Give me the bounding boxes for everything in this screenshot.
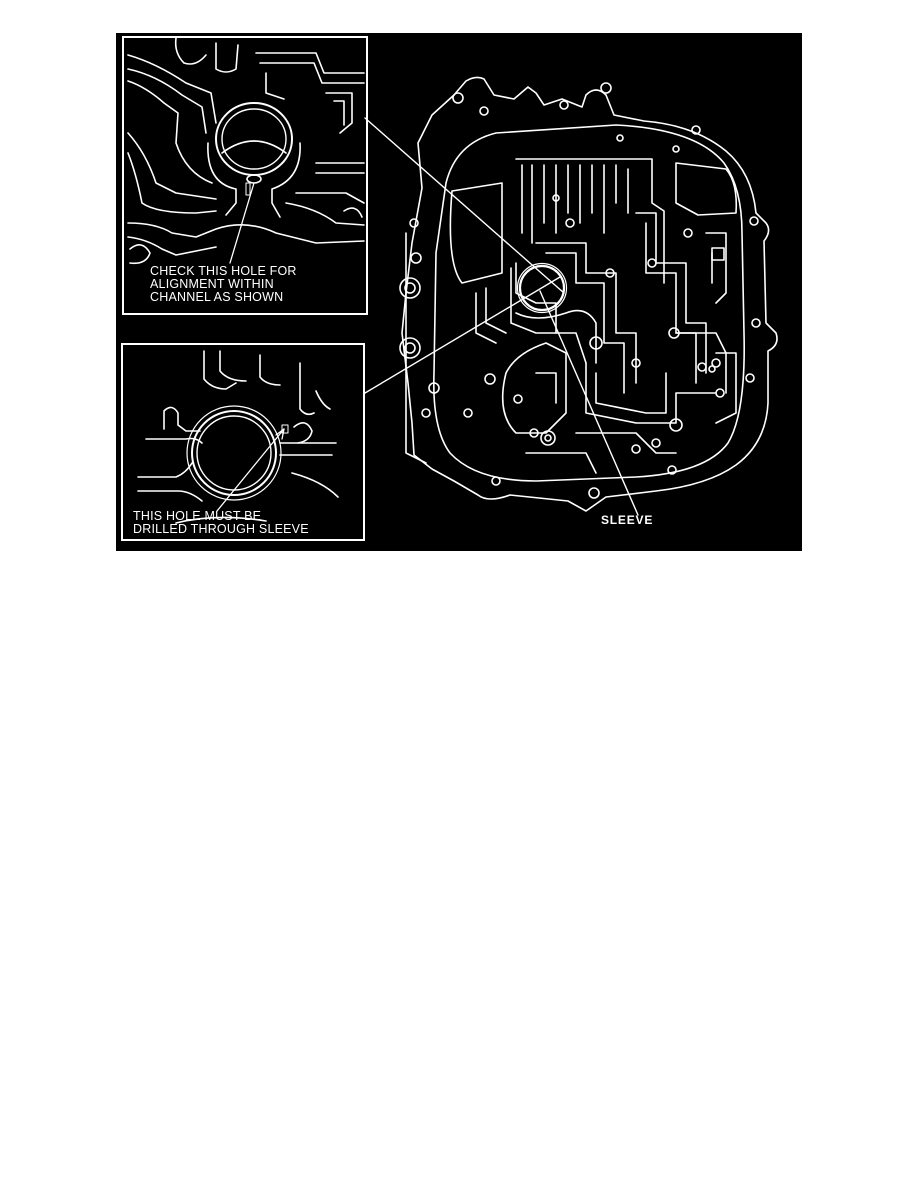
top-inset-leader-line: [364, 117, 565, 294]
sleeve-label: SLEEVE: [601, 513, 654, 527]
top-inset-illustration: [127, 37, 365, 265]
main-valve-body: [399, 76, 778, 512]
drill-hole-callout: THIS HOLE MUST BE DRILLED THROUGH SLEEVE: [133, 509, 309, 536]
sleeve-leader-line: [539, 290, 639, 516]
valve-body-illustration: [127, 37, 778, 524]
bottom-inset-leader-line: [364, 276, 561, 394]
bottom-inset-panel: [121, 343, 365, 541]
top-inset-panel: [122, 36, 368, 315]
bottom-inset-illustration: [137, 350, 339, 524]
valve-body-figure: CHECK THIS HOLE FOR ALIGNMENT WITHIN CHA…: [116, 33, 802, 551]
check-hole-callout: CHECK THIS HOLE FOR ALIGNMENT WITHIN CHA…: [150, 264, 297, 304]
